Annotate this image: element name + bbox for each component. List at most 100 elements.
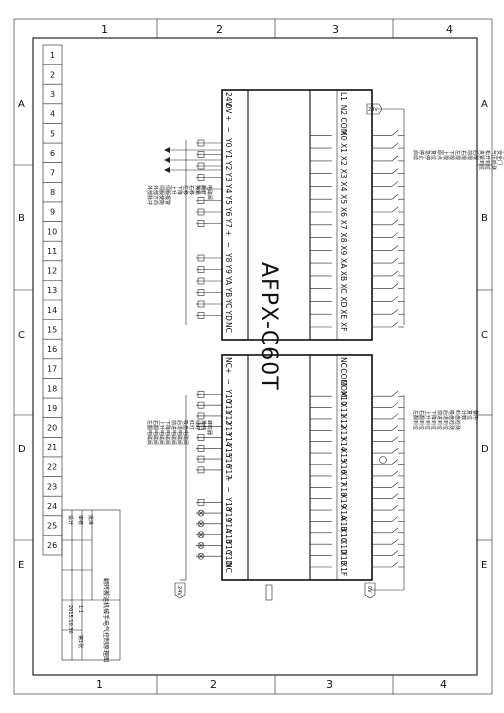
terminal-label: X1A bbox=[339, 505, 348, 521]
terminal-label: Y5 bbox=[224, 195, 233, 206]
terminal-label: Y7 bbox=[224, 218, 233, 229]
annotation-label: 前限 bbox=[466, 150, 473, 160]
row-number: 19 bbox=[47, 404, 57, 413]
annotation-label: 上升电磁阀 bbox=[158, 420, 165, 445]
row-number: 7 bbox=[50, 169, 55, 178]
terminal-label: − bbox=[224, 127, 233, 133]
annotation-label: 伺服报警 bbox=[164, 185, 171, 205]
terminal-label: X3 bbox=[339, 169, 348, 179]
annotation-label: 后限 bbox=[472, 150, 479, 160]
lamp-icon bbox=[197, 509, 205, 517]
annotation-label: 左翻到位 bbox=[412, 410, 419, 430]
border-grid bbox=[14, 19, 492, 694]
terminal-label: X1 bbox=[339, 143, 348, 153]
coil-icon bbox=[197, 277, 205, 285]
terminal-label: X1F bbox=[339, 562, 348, 576]
terminal-label: − bbox=[224, 486, 233, 492]
annotation-label: 右翻到位 bbox=[418, 410, 425, 430]
col-label: 1 bbox=[101, 23, 108, 36]
row-number: 24 bbox=[47, 502, 57, 511]
annotation-label: 前进到位 bbox=[436, 410, 443, 430]
annotation-label: 停止 bbox=[418, 150, 425, 160]
terminal-label: Y14 bbox=[224, 432, 233, 447]
annotation-label: 蜂鸣器 bbox=[206, 420, 213, 435]
annotation-label: 外部方向 bbox=[152, 185, 159, 205]
terminal-label: X18 bbox=[339, 482, 348, 497]
svg-text:24V: 24V bbox=[368, 107, 378, 113]
terminal-label: X13 bbox=[339, 425, 348, 440]
row-number: 6 bbox=[50, 149, 55, 158]
terminal-label: Y15 bbox=[224, 442, 233, 457]
terminal-label: Y0 bbox=[224, 137, 233, 148]
terminal-label: Y19 bbox=[224, 507, 233, 522]
annotation-label: 下限 bbox=[448, 150, 455, 160]
terminal-label: COM bbox=[339, 368, 348, 386]
terminal-label: Y1B bbox=[224, 529, 233, 545]
coil-icon bbox=[197, 220, 205, 227]
terminal-label: X14 bbox=[339, 437, 348, 452]
annotation-label: 前进电磁阀 bbox=[170, 420, 177, 445]
svg-text:24V: 24V bbox=[176, 586, 182, 596]
col-label: 4 bbox=[446, 23, 453, 36]
annotation-label: 上升 bbox=[170, 185, 177, 195]
row-number: 12 bbox=[47, 267, 57, 276]
lamp-icon bbox=[197, 520, 205, 528]
terminal-label: XE bbox=[339, 309, 348, 319]
annotation-label: 左限 bbox=[454, 150, 461, 160]
row-number: 13 bbox=[47, 286, 57, 295]
coil-icon bbox=[197, 412, 205, 420]
row-number: 3 bbox=[50, 90, 55, 99]
annotation-label: 计数 bbox=[460, 410, 467, 420]
terminal-label: Y16 bbox=[224, 453, 233, 468]
row-number: 26 bbox=[47, 541, 57, 550]
row-number: 1 bbox=[50, 51, 55, 60]
lower-input-terminals: NCCOMCOMX10X11X12X13X14X15X16X17X18X19X1… bbox=[339, 357, 348, 576]
row-label: E bbox=[18, 560, 24, 571]
terminal-label: Y2 bbox=[224, 160, 233, 171]
row-label: A bbox=[18, 99, 25, 110]
row-number: 10 bbox=[47, 227, 57, 236]
inner-frame bbox=[32, 37, 478, 676]
terminal-label: + bbox=[224, 230, 233, 236]
annotation-label: 伺服使能 bbox=[158, 185, 165, 205]
col-label: 2 bbox=[216, 23, 223, 36]
terminal-label: XD bbox=[339, 296, 348, 307]
row-label: A bbox=[481, 99, 488, 110]
scale-text: 1:1 bbox=[77, 605, 83, 613]
terminal-label: Y18 bbox=[224, 496, 233, 511]
terminal-label: X12 bbox=[339, 414, 348, 429]
row-number: 23 bbox=[47, 482, 57, 491]
annotation-label: 复位 bbox=[430, 150, 437, 160]
terminal-label: X17 bbox=[339, 471, 348, 486]
terminal-label: Y1C bbox=[224, 539, 233, 555]
arrow-icon bbox=[164, 167, 170, 173]
terminal-label: NC bbox=[339, 357, 348, 368]
terminal-label: YC bbox=[224, 298, 233, 308]
terminal-label: COM bbox=[339, 118, 348, 136]
terminal-label: Y9 bbox=[224, 264, 233, 275]
row-number: 21 bbox=[47, 443, 57, 452]
annotation-label: 急停 bbox=[424, 150, 431, 160]
border-labels: 1 2 3 4 1 2 3 4 A B C D E A B C D E bbox=[18, 23, 489, 691]
row-number: 5 bbox=[50, 129, 55, 138]
row-number: 22 bbox=[47, 463, 57, 472]
coil-icon bbox=[197, 423, 205, 431]
annotation-label: 启动 bbox=[412, 150, 419, 160]
row-number: 2 bbox=[50, 70, 55, 79]
terminal-label: XB bbox=[339, 271, 348, 281]
coil-icon bbox=[197, 139, 205, 147]
annotation-label: 原点 bbox=[436, 150, 442, 160]
annotation-label: 右翻电磁阀 bbox=[152, 420, 159, 445]
terminal-label: X6 bbox=[339, 207, 348, 217]
annotation-label: 吸盘检测 bbox=[448, 410, 455, 430]
row-label: E bbox=[481, 560, 487, 571]
check-label: 审核 bbox=[77, 515, 84, 525]
terminal-label: X1B bbox=[339, 516, 348, 531]
terminal-label: Y1 bbox=[224, 149, 233, 160]
terminal-label: 24V bbox=[224, 92, 233, 108]
terminal-label: Y1A bbox=[224, 518, 233, 534]
annotation-label: 备用 bbox=[472, 410, 479, 420]
annotation-label: 红灯 bbox=[188, 420, 195, 430]
annotation-label: 左翻电磁阀 bbox=[146, 420, 153, 445]
annotation-label: 复位 bbox=[466, 410, 473, 420]
